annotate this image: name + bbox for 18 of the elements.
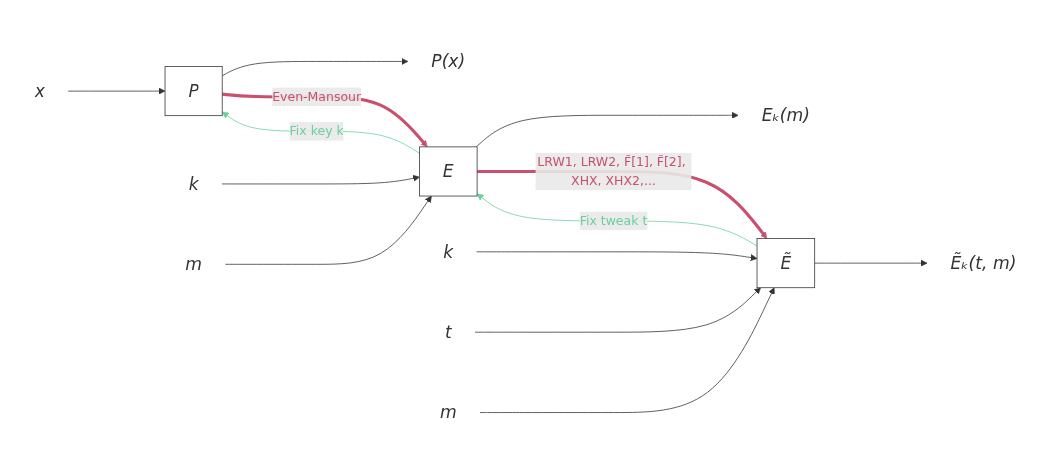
node-text: Ẽₖ(t, m)	[950, 253, 1017, 273]
node-box: Ẽ	[756, 238, 816, 289]
node-text: t	[444, 322, 452, 342]
edge-label: Even-Mansour	[272, 89, 362, 104]
arrow	[222, 92, 428, 148]
node-text: k	[188, 174, 199, 194]
node-box: E	[419, 146, 478, 197]
node-text: Eₖ(m)	[761, 105, 810, 126]
edge-label: LRW1, LRW2, F̃[1], F̃[2], XHX, XHX2,...	[537, 154, 686, 188]
node-text: k	[443, 242, 454, 262]
node-text: m	[439, 402, 457, 423]
arrow	[477, 169, 768, 239]
edge-label: Fix key k	[289, 123, 344, 139]
node-text: m	[185, 254, 202, 275]
node-box: P	[164, 66, 223, 117]
node-text: x	[34, 81, 45, 101]
node-text: P(x)	[431, 51, 466, 72]
edge-label: Fix tweak t	[579, 213, 648, 229]
